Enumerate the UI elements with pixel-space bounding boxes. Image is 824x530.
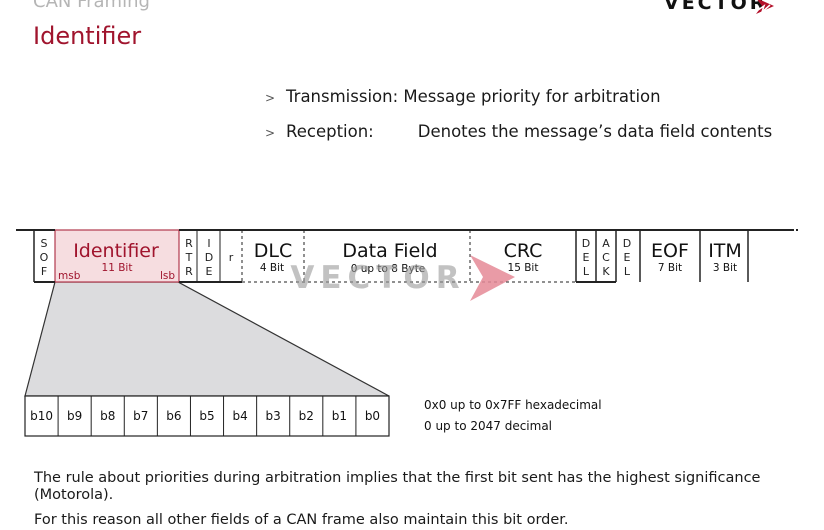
bit-order-paragraph: For this reason all other fields of a CA… (34, 512, 569, 528)
identifier-lsb-label: lsb (160, 270, 175, 282)
eof-field-size: 7 Bit (658, 262, 682, 274)
identifier-expansion-area (24, 281, 390, 397)
reserved-bit-label: r (229, 251, 234, 264)
page-title: Identifier (33, 22, 142, 50)
ide-field: I D E (205, 237, 213, 278)
decimal-range-note: 0 up to 2047 decimal (424, 419, 553, 433)
sof-letter: F (41, 265, 47, 278)
ack-letter: K (602, 265, 610, 278)
watermark-text: VECTOR (290, 260, 465, 296)
bullet-label: Reception: (286, 122, 374, 141)
del1-field: D E L (582, 237, 590, 278)
rtr-field: R T R (185, 237, 194, 278)
bit-cells: b10 b9 b8 b7 b6 b5 b4 b3 b2 b1 b0 (30, 396, 380, 436)
sof-field: S O F (40, 237, 49, 278)
bullet-reception: > Reception: Denotes the message’s data fi… (265, 122, 772, 141)
bullet-text: Denotes the message’s data field content… (417, 122, 773, 141)
bit-cell-label: b1 (332, 409, 347, 423)
bit-cell-label: b0 (365, 409, 380, 423)
del-letter: L (583, 265, 590, 278)
ide-letter: I (207, 237, 210, 250)
ide-letter: D (205, 251, 213, 264)
bit-cell-label: b8 (100, 409, 115, 423)
del-letter: D (623, 237, 631, 250)
bullet-text: Message priority for arbitration (403, 87, 661, 106)
rtr-letter: R (185, 237, 193, 250)
ack-field: A C K (602, 237, 610, 278)
itm-field-size: 3 Bit (713, 262, 737, 274)
bullet-label: Transmission: (286, 87, 399, 106)
priority-rule-paragraph: The rule about priorities during arbitra… (34, 470, 761, 503)
rtr-letter: R (185, 265, 193, 278)
vector-logo-arrow-icon (756, 0, 774, 15)
ack-letter: A (602, 237, 610, 250)
bullet-transmission: > Transmission: Message priority for arbi… (265, 87, 661, 106)
itm-field-name: ITM (708, 240, 742, 262)
eof-field-name: EOF (651, 240, 689, 262)
bit-cell-label: b4 (232, 409, 247, 423)
bullet-chevron-icon: > (265, 91, 276, 105)
sof-letter: S (41, 237, 48, 250)
dlc-field-name: DLC (254, 240, 292, 262)
del-letter: D (582, 237, 590, 250)
data-field-name: Data Field (342, 240, 437, 262)
del-letter: L (624, 265, 631, 278)
section-title: CAN Framing (33, 0, 150, 12)
can-frame-diagram: S O F R T R I D E r D E L A C K D E L Id… (16, 229, 798, 437)
dlc-field-size: 4 Bit (260, 262, 284, 274)
identifier-field-box (54, 229, 180, 283)
bit-cell-label: b6 (166, 409, 181, 423)
sof-letter: O (40, 251, 49, 264)
del-letter: E (583, 251, 590, 264)
bit-cell-label: b9 (67, 409, 82, 423)
rtr-letter: T (185, 251, 193, 264)
bit-cell-label: b3 (266, 409, 281, 423)
data-field-size: 0 up to 8 Byte (351, 263, 426, 275)
bit-cell-label: b5 (199, 409, 214, 423)
watermark-arrow-icon (470, 255, 515, 301)
del-letter: E (624, 251, 631, 264)
crc-field-size: 15 Bit (508, 262, 539, 274)
bit-cell-label: b2 (299, 409, 314, 423)
bit-row-box (24, 395, 390, 437)
ack-letter: C (602, 251, 610, 264)
del2-field: D E L (623, 237, 631, 278)
vector-logo: VECTOR (664, 0, 768, 14)
bullet-chevron-icon: > (265, 126, 276, 140)
bit-cell-label: b7 (133, 409, 148, 423)
bit-cell-label: b10 (30, 409, 53, 423)
crc-field-name: CRC (504, 240, 543, 262)
identifier-msb-label: msb (58, 270, 81, 282)
ide-letter: E (206, 265, 213, 278)
identifier-field-name: Identifier (73, 240, 159, 262)
hex-range-note: 0x0 up to 0x7FF hexadecimal (424, 398, 602, 412)
identifier-field-size: 11 Bit (102, 262, 133, 274)
